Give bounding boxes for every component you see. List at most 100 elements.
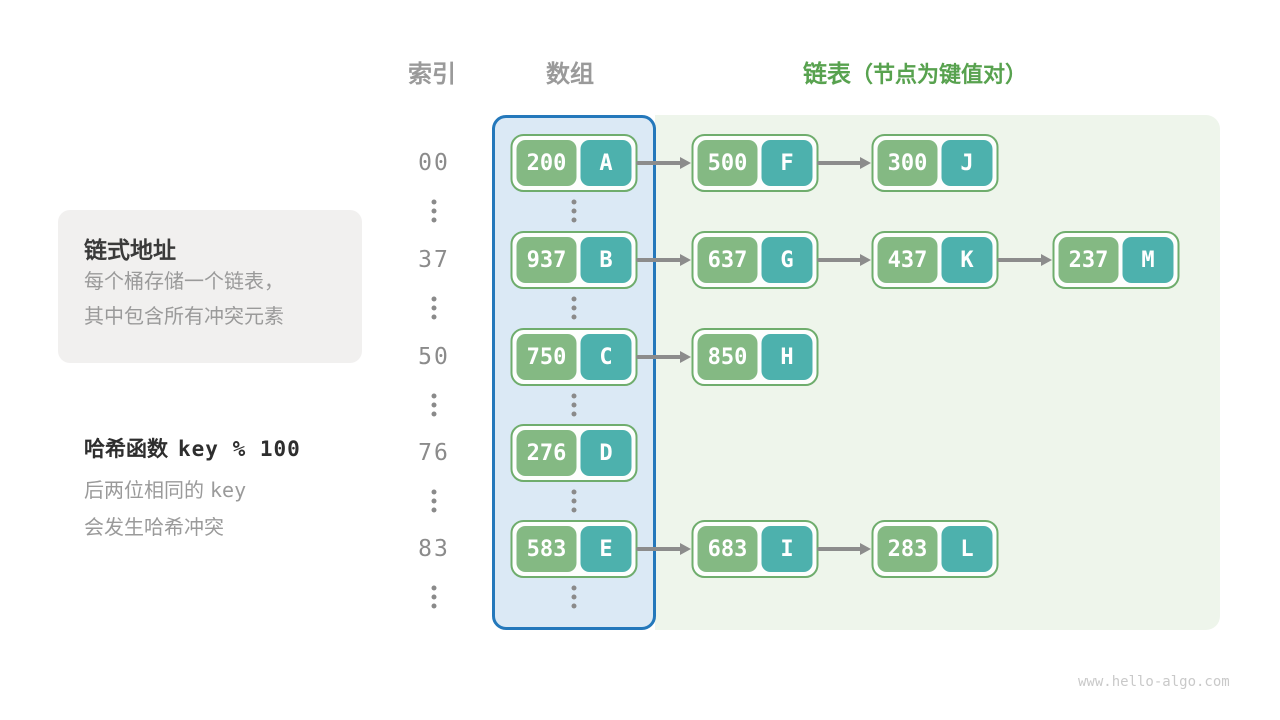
ellipsis-dot	[431, 314, 437, 320]
index-label: 00	[418, 150, 450, 176]
vertical-ellipsis-icon	[431, 393, 437, 417]
hash-function-title: 哈希函数 key % 100	[84, 433, 301, 463]
next-pointer-arrow	[635, 355, 682, 359]
ellipsis-dot	[571, 296, 577, 302]
hash-function-label: 哈希函数	[84, 438, 168, 461]
arrow-head-icon	[859, 157, 871, 169]
index-label: 76	[418, 440, 450, 466]
next-pointer-arrow	[996, 258, 1043, 262]
ellipsis-dot	[571, 314, 577, 320]
vertical-ellipsis-icon	[431, 296, 437, 320]
next-pointer-arrow	[635, 161, 682, 165]
ellipsis-dot	[571, 594, 577, 600]
node-key: 937	[516, 237, 577, 283]
index-label: 83	[418, 536, 450, 562]
ellipsis-dot	[431, 393, 437, 399]
ellipsis-dot	[571, 208, 577, 214]
node-value: H	[761, 334, 813, 380]
node-value: J	[941, 140, 993, 186]
node-key: 276	[516, 430, 577, 476]
hash-function-code: key % 100	[178, 437, 301, 461]
arrow-head-icon	[679, 351, 691, 363]
arrow-head-icon	[679, 254, 691, 266]
node-key: 750	[516, 334, 577, 380]
node-value: K	[941, 237, 993, 283]
hash-note-line1-code: key	[210, 478, 247, 502]
vertical-ellipsis-icon	[571, 585, 577, 609]
node-key: 237	[1058, 237, 1119, 283]
ellipsis-dot	[571, 305, 577, 311]
hash-note-line-1: 后两位相同的 key	[84, 472, 301, 510]
arrow-head-icon	[859, 254, 871, 266]
ellipsis-dot	[431, 296, 437, 302]
ellipsis-dot	[431, 411, 437, 417]
ellipsis-dot	[571, 603, 577, 609]
list-header-note: （节点为键值对）	[850, 62, 1028, 87]
node-key: 437	[877, 237, 938, 283]
vertical-ellipsis-icon	[571, 296, 577, 320]
ellipsis-dot	[431, 217, 437, 223]
info-box-line-1: 每个桶存储一个链表，	[84, 271, 284, 293]
index-label: 37	[418, 247, 450, 273]
vertical-ellipsis-icon	[571, 489, 577, 513]
ellipsis-dot	[431, 208, 437, 214]
arrow-head-icon	[859, 543, 871, 555]
index-label: 50	[418, 344, 450, 370]
node-value: M	[1122, 237, 1174, 283]
next-pointer-arrow	[816, 547, 862, 551]
node-key: 637	[697, 237, 758, 283]
info-box-line-2: 其中包含所有冲突元素	[84, 306, 284, 328]
node-key: 850	[697, 334, 758, 380]
next-pointer-arrow	[635, 258, 682, 262]
node-value: F	[761, 140, 813, 186]
node-value: I	[761, 526, 813, 572]
ellipsis-dot	[571, 585, 577, 591]
arrow-head-icon	[679, 543, 691, 555]
node-key: 283	[877, 526, 938, 572]
hash-note-line-2: 会发生哈希冲突	[84, 517, 224, 539]
arrow-head-icon	[1040, 254, 1052, 266]
node-value: E	[580, 526, 632, 572]
info-box-title: 链式地址	[84, 237, 176, 263]
ellipsis-dot	[431, 603, 437, 609]
ellipsis-dot	[571, 489, 577, 495]
ellipsis-dot	[431, 594, 437, 600]
node-value: C	[580, 334, 632, 380]
ellipsis-dot	[571, 411, 577, 417]
vertical-ellipsis-icon	[431, 585, 437, 609]
ellipsis-dot	[431, 585, 437, 591]
ellipsis-dot	[431, 507, 437, 513]
ellipsis-dot	[431, 305, 437, 311]
vertical-ellipsis-icon	[571, 393, 577, 417]
ellipsis-dot	[571, 217, 577, 223]
ellipsis-dot	[431, 199, 437, 205]
ellipsis-dot	[571, 199, 577, 205]
node-key: 300	[877, 140, 938, 186]
chaining-info-box: 链式地址 每个桶存储一个链表， 其中包含所有冲突元素	[58, 210, 362, 363]
node-key: 500	[697, 140, 758, 186]
list-header-label: 链表	[802, 61, 851, 88]
next-pointer-arrow	[635, 547, 682, 551]
next-pointer-arrow	[816, 258, 862, 262]
arrow-head-icon	[679, 157, 691, 169]
node-key: 200	[516, 140, 577, 186]
node-key: 583	[516, 526, 577, 572]
hash-function-note: 哈希函数 key % 100 后两位相同的 key 会发生哈希冲突	[84, 433, 301, 547]
ellipsis-dot	[571, 498, 577, 504]
ellipsis-dot	[571, 402, 577, 408]
list-column-header: 链表（节点为键值对）	[803, 54, 1027, 89]
node-key: 683	[697, 526, 758, 572]
hash-note-line1-text: 后两位相同的	[84, 480, 204, 502]
